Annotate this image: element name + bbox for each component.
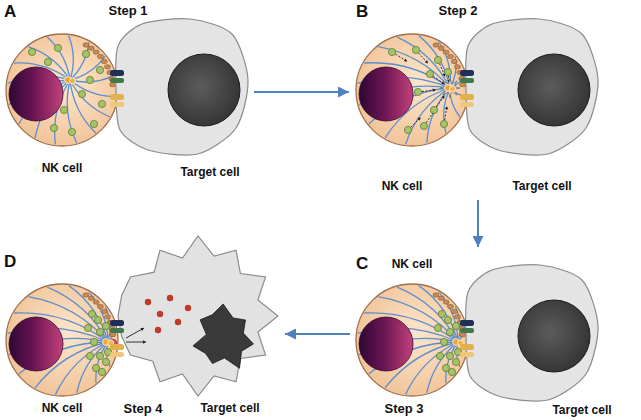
cell-drawing <box>108 232 278 398</box>
cell-drawing <box>2 30 122 150</box>
dying-target-cell: Target cell <box>108 232 278 398</box>
cell-label: Target cell <box>552 404 611 418</box>
cell-drawing <box>352 280 472 400</box>
step-label: Step 1 <box>108 4 147 19</box>
cell-label: NK cell <box>42 402 83 416</box>
cell-label: NK cell <box>382 180 423 194</box>
nk-cell-illustration <box>356 34 468 146</box>
target-cell: Target cell <box>462 16 602 161</box>
cell-label: NK cell <box>392 258 433 272</box>
cell-drawing <box>462 262 602 407</box>
target-cell: Target cell <box>462 262 602 407</box>
cell-label: NK cell <box>42 162 83 176</box>
nk-cell: NK cell <box>2 30 122 150</box>
target-cell: Target cell <box>112 16 252 161</box>
cell-label: Target cell <box>180 166 239 180</box>
step-panel: BStep 2NK cellTarget cell <box>352 0 604 198</box>
nk-cell: NK cell <box>2 280 122 400</box>
step-label: Step 3 <box>384 402 423 417</box>
target-cell-illustration <box>110 19 248 155</box>
step-arrow <box>254 91 349 93</box>
nk-cell-illustration <box>6 34 118 146</box>
nk-cell: NK cell <box>352 280 472 400</box>
cell-label: Target cell <box>200 402 259 416</box>
step-label: Step 2 <box>438 4 477 19</box>
step-panel: AStep 1NK cellTarget cell <box>0 0 252 184</box>
cell-drawing <box>2 280 122 400</box>
nk-cell: NK cell <box>352 30 472 150</box>
target-cell-illustration <box>110 236 278 396</box>
panel-letter: D <box>4 252 16 272</box>
nk-cell-illustration <box>356 284 468 396</box>
panel-letter: B <box>356 2 368 22</box>
step-panel: CStep 3NK cellTarget cell <box>352 250 604 418</box>
cell-drawing <box>462 16 602 161</box>
step-arrow <box>477 200 479 247</box>
step-arrow <box>285 333 350 335</box>
cell-drawing <box>112 16 252 161</box>
cell-label: Target cell <box>512 180 571 194</box>
target-cell-illustration <box>460 19 598 155</box>
cell-drawing <box>352 30 472 150</box>
step-label: Step 4 <box>123 402 162 417</box>
target-cell-illustration <box>460 265 598 401</box>
nk-cell-illustration <box>6 284 118 396</box>
panel-letter: C <box>356 254 368 274</box>
panel-letter: A <box>4 2 16 22</box>
step-panel: DStep 4NK cellTarget cell <box>0 228 282 418</box>
